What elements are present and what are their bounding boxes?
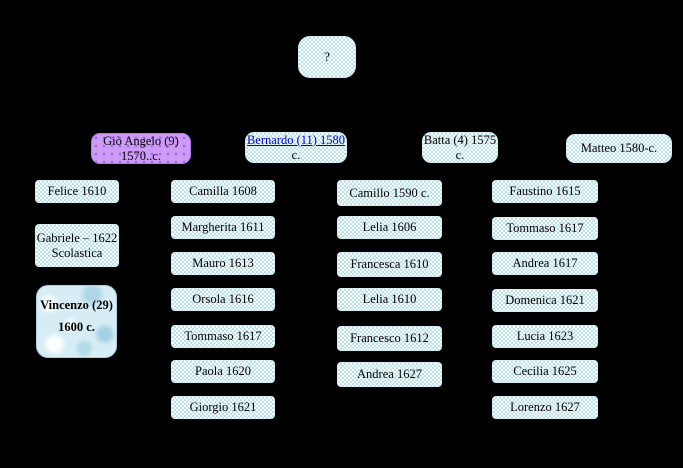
node-lorenzo: Lorenzo 1627 bbox=[492, 396, 598, 419]
node-label: ? bbox=[324, 48, 330, 64]
node-label-line2: 1600 c. bbox=[58, 319, 95, 334]
node-label-line1: Tommaso 1617 bbox=[184, 329, 262, 344]
node-lelia-1606: Lelia 1606 bbox=[337, 216, 442, 239]
node-label-line1: Domenica 1621 bbox=[505, 293, 585, 308]
node-label-line1: Orsola 1616 bbox=[192, 292, 254, 307]
node-giorgio: Giorgio 1621 bbox=[171, 396, 275, 419]
node-lelia-1610: Lelia 1610 bbox=[337, 288, 442, 311]
node-vincenzo: Vincenzo (29) 1600 c. bbox=[36, 285, 117, 358]
node-faustino: Faustino 1615 bbox=[492, 180, 598, 203]
bernardo-link[interactable]: Bernardo (11) 1580 bbox=[246, 133, 346, 148]
node-camillo: Camillo 1590 c. bbox=[337, 180, 442, 206]
node-label-line1: Batta (4) 1575 bbox=[423, 133, 497, 148]
node-andrea-1617: Andrea 1617 bbox=[492, 252, 598, 275]
node-label-line1: Andrea 1617 bbox=[512, 256, 578, 271]
node-label-line1: Cecilia 1625 bbox=[513, 364, 577, 379]
node-felice: Felice 1610 bbox=[35, 180, 119, 203]
node-francesco: Francesco 1612 bbox=[337, 326, 442, 351]
node-mauro: Mauro 1613 bbox=[171, 252, 275, 275]
node-label-line1: Paola 1620 bbox=[195, 364, 251, 379]
node-label-line1: Francesco 1612 bbox=[350, 331, 429, 346]
node-root-unknown: ? bbox=[298, 36, 356, 78]
node-bernardo: Bernardo (11) 1580 c. bbox=[245, 132, 347, 163]
node-francesca: Francesca 1610 bbox=[337, 252, 442, 277]
node-lucia: Lucia 1623 bbox=[492, 325, 598, 348]
node-label-line1: Lelia 1606 bbox=[362, 220, 417, 235]
node-label-line1: Gabriele – 1622 bbox=[36, 231, 118, 246]
node-label-line1: Matteo 1580-c. bbox=[580, 141, 658, 156]
node-orsola: Orsola 1616 bbox=[171, 288, 275, 311]
node-cecilia: Cecilia 1625 bbox=[492, 360, 598, 383]
node-tommaso-1617-faustino-col: Tommaso 1617 bbox=[492, 217, 598, 240]
node-label-line2: c. bbox=[291, 147, 301, 162]
node-label-line1: Faustino 1615 bbox=[509, 184, 581, 199]
node-label-line1: Camillo 1590 c. bbox=[349, 185, 430, 200]
node-label-line2: c. bbox=[455, 147, 465, 162]
node-label-line1: Giò Angelo (9) bbox=[103, 134, 179, 149]
node-andrea-1627: Andrea 1627 bbox=[337, 362, 442, 387]
node-label-line2: Scolastica bbox=[51, 245, 103, 260]
node-camilla: Camilla 1608 bbox=[171, 180, 275, 203]
node-label-line1: Camilla 1608 bbox=[189, 184, 257, 199]
node-label-line1: Giorgio 1621 bbox=[189, 400, 257, 415]
node-label-line2: 1570..c. bbox=[121, 148, 161, 163]
node-label-line1: Lelia 1610 bbox=[362, 292, 417, 307]
node-label-line1: Lorenzo 1627 bbox=[510, 400, 580, 415]
node-paola: Paola 1620 bbox=[171, 360, 275, 383]
node-label-line1: Lucia 1623 bbox=[516, 329, 574, 344]
node-domenica: Domenica 1621 bbox=[492, 289, 598, 312]
node-label-line1: Mauro 1613 bbox=[192, 256, 254, 271]
node-gio-angelo: Giò Angelo (9) 1570..c. bbox=[91, 133, 191, 164]
node-label-line1: Francesca 1610 bbox=[350, 257, 429, 272]
node-margherita: Margherita 1611 bbox=[171, 216, 275, 239]
node-label-line1: Margherita 1611 bbox=[181, 220, 265, 235]
node-label-line1: Andrea 1627 bbox=[357, 367, 422, 382]
node-gabriele-scolastica: Gabriele – 1622 Scolastica bbox=[35, 224, 119, 267]
node-batta: Batta (4) 1575 c. bbox=[422, 132, 498, 163]
node-label-line1: Vincenzo (29) bbox=[40, 298, 113, 312]
node-tommaso-1617-camilla-col: Tommaso 1617 bbox=[171, 325, 275, 348]
node-label-line1: Felice 1610 bbox=[47, 184, 107, 199]
node-label-line1: Tommaso 1617 bbox=[506, 221, 584, 236]
node-matteo: Matteo 1580-c. bbox=[566, 134, 672, 163]
